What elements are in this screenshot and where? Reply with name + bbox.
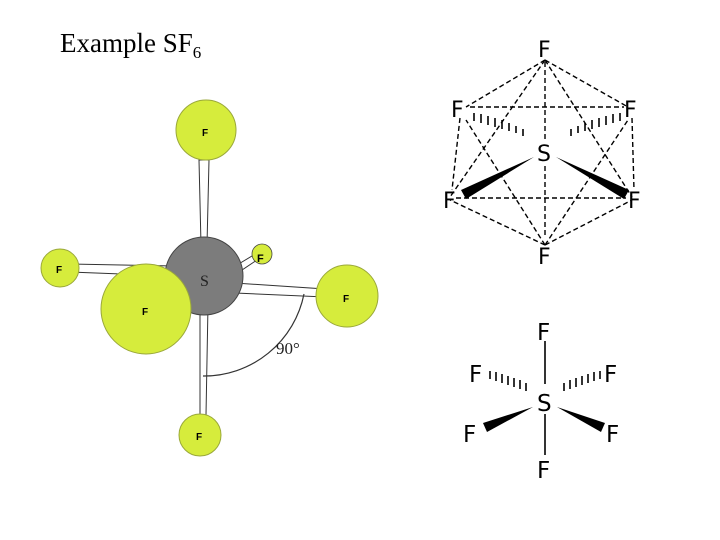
wedge-bond-left	[483, 407, 533, 432]
angle-label: 90°	[276, 339, 300, 358]
octa-f-lower-left: F	[443, 189, 456, 214]
fluorine-atom-back	[251, 243, 273, 265]
octa-f-lower-right: F	[628, 189, 641, 214]
fluorine-label-left: F	[56, 265, 62, 276]
fluorine-label-back: F	[257, 253, 264, 265]
octa-f-upper-right: F	[624, 98, 637, 123]
octa-s-center: S	[537, 142, 551, 167]
fluorine-atom-front	[100, 263, 192, 355]
wedge-structure-labels: F F F S F F F	[463, 320, 619, 484]
octahedron-wedge-right	[556, 157, 629, 199]
wedge-f-top: F	[537, 320, 550, 346]
wedge-f-bottom: F	[537, 458, 550, 484]
wedge-s-center: S	[537, 391, 552, 417]
fluorine-atom-bottom	[178, 413, 222, 457]
wedge-f-upper-left: F	[469, 362, 482, 388]
sulfur-label: S	[200, 273, 209, 290]
fluorine-label-top: F	[202, 128, 208, 139]
octahedron-hashed-bonds	[473, 113, 621, 136]
bond-bottom	[199, 304, 209, 416]
wedge-bond-right	[557, 407, 605, 432]
bond-top	[198, 159, 210, 246]
octahedron-edges	[449, 59, 635, 246]
angle-arc	[202, 293, 305, 377]
octahedron-wedge-left	[461, 157, 534, 199]
octa-f-upper-left: F	[451, 98, 464, 123]
bond-right	[234, 282, 326, 298]
fluorine-label-front: F	[142, 307, 148, 318]
fluorine-atom-top	[175, 99, 237, 161]
octa-f-bottom: F	[538, 245, 551, 270]
fluorine-atom-right	[315, 264, 379, 328]
wedge-f-upper-right: F	[604, 362, 617, 388]
octahedron-labels: F F F S F F F	[443, 38, 641, 270]
octa-f-top: F	[538, 38, 551, 63]
wedge-structure-diagram: F F F S F F F	[463, 320, 619, 484]
octahedron-diagram: F F F S F F F	[443, 38, 641, 270]
ball-and-stick-model: F S F F F F F 90°	[40, 99, 379, 457]
wedge-structure-bonds	[489, 341, 601, 455]
fluorine-label-bottom: F	[196, 432, 202, 443]
wedge-f-lower-right: F	[606, 422, 619, 448]
fluorine-atom-left	[40, 248, 80, 288]
fluorine-label-right: F	[343, 294, 349, 305]
page-title: Example SF6	[60, 28, 202, 62]
wedge-f-lower-left: F	[463, 422, 476, 448]
